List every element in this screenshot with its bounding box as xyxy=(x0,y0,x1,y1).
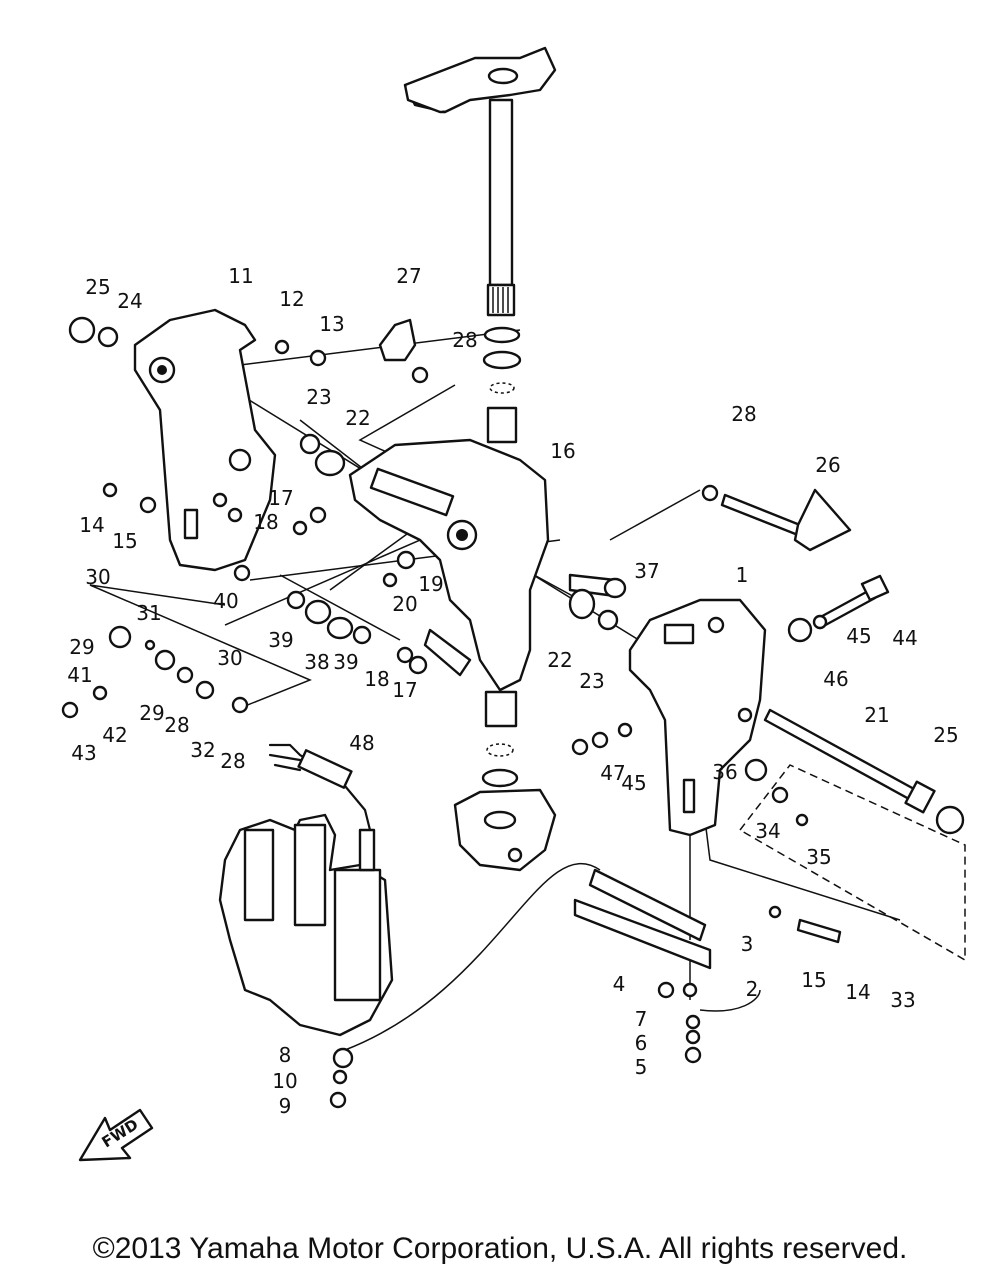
callout: 30 xyxy=(217,646,242,670)
callout: 26 xyxy=(815,453,840,477)
callout: 25 xyxy=(85,275,110,299)
fwd-arrow: FWD xyxy=(78,1108,154,1162)
callout: 31 xyxy=(136,601,161,625)
callout: 13 xyxy=(319,312,344,336)
callout: 14 xyxy=(845,980,870,1004)
clamp-bracket-right xyxy=(628,598,767,837)
callout: 19 xyxy=(418,572,443,596)
trim-sender xyxy=(268,743,372,832)
callout: 22 xyxy=(547,648,572,672)
tilt-rod xyxy=(763,708,936,814)
callout: 34 xyxy=(755,819,780,843)
callout: 29 xyxy=(139,701,164,725)
callout: 8 xyxy=(279,1043,292,1067)
callout: 21 xyxy=(864,703,889,727)
callout: 23 xyxy=(306,385,331,409)
callout: 12 xyxy=(279,287,304,311)
callout: 18 xyxy=(253,510,278,534)
callout-labels: 1 2 3 4 5 6 7 8 9 10 11 12 13 14 14 15 1… xyxy=(67,264,958,1118)
callout: 39 xyxy=(333,650,358,674)
callout: 2 xyxy=(746,977,759,1001)
callout: 15 xyxy=(801,968,826,992)
callout: 38 xyxy=(304,650,329,674)
callout: 48 xyxy=(349,731,374,755)
callout: 17 xyxy=(392,678,417,702)
small-parts xyxy=(61,316,965,1109)
copyright-notice: ©2013 Yamaha Motor Corporation, U.S.A. A… xyxy=(92,1232,908,1265)
lower-rails xyxy=(573,868,712,970)
callout: 46 xyxy=(823,667,848,691)
callout: 15 xyxy=(112,529,137,553)
callout: 28 xyxy=(164,713,189,737)
callout: 7 xyxy=(635,1007,648,1031)
callout: 17 xyxy=(268,486,293,510)
bracket-27 xyxy=(378,318,417,362)
callout: 11 xyxy=(228,264,253,288)
callout: 9 xyxy=(279,1094,292,1118)
callout: 23 xyxy=(579,669,604,693)
callout: 39 xyxy=(268,628,293,652)
callout: 44 xyxy=(892,626,917,650)
callout: 28 xyxy=(220,749,245,773)
callout: 41 xyxy=(67,663,92,687)
clamp-bracket-left xyxy=(133,308,277,572)
callout: 5 xyxy=(635,1055,648,1079)
callout: 6 xyxy=(635,1031,648,1055)
callout: 32 xyxy=(190,738,215,762)
callout: 1 xyxy=(736,563,749,587)
callout: 24 xyxy=(117,289,142,313)
trim-rod xyxy=(720,488,852,552)
callout: 16 xyxy=(550,439,575,463)
callout: 20 xyxy=(392,592,417,616)
steering-arm-shaft xyxy=(403,46,557,317)
callout: 45 xyxy=(621,771,646,795)
callout: 14 xyxy=(79,513,104,537)
callout: 28 xyxy=(731,402,756,426)
callout: 43 xyxy=(71,741,96,765)
lower-mount xyxy=(453,690,557,872)
callout: 10 xyxy=(272,1069,297,1093)
power-trim-unit xyxy=(218,813,394,1037)
callout: 29 xyxy=(69,635,94,659)
callout: 27 xyxy=(396,264,421,288)
callout: 37 xyxy=(634,559,659,583)
callout: 36 xyxy=(712,760,737,784)
callout: 30 xyxy=(85,565,110,589)
kit-33-outline xyxy=(738,764,966,962)
leader-lines xyxy=(89,329,901,1051)
callout: 47 xyxy=(600,761,625,785)
callout: 33 xyxy=(890,988,915,1012)
callout: 42 xyxy=(102,723,127,747)
callout: 4 xyxy=(613,972,626,996)
callout: 25 xyxy=(933,723,958,747)
callout: 35 xyxy=(806,845,831,869)
callout: 40 xyxy=(213,589,238,613)
callout: 45 xyxy=(846,624,871,648)
swivel-bracket xyxy=(348,438,550,692)
callout: 22 xyxy=(345,406,370,430)
callout: 3 xyxy=(741,932,754,956)
callout: 28 xyxy=(452,328,477,352)
callout: 18 xyxy=(364,667,389,691)
